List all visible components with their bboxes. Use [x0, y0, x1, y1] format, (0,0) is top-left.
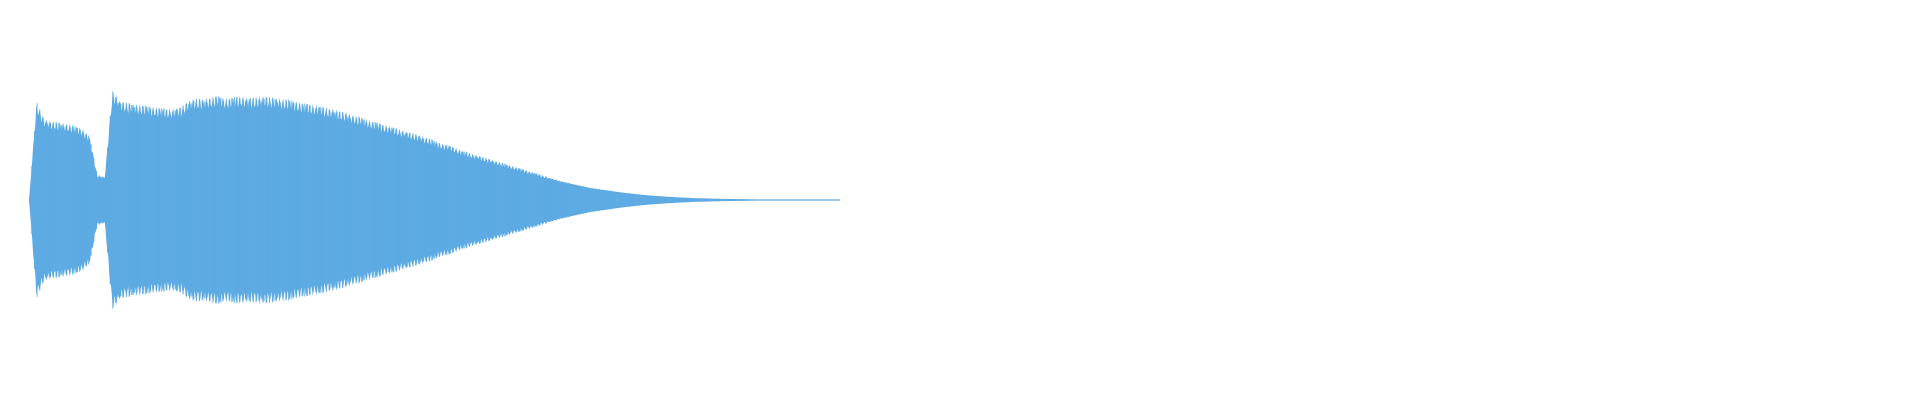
waveform-bars: [29, 90, 840, 310]
